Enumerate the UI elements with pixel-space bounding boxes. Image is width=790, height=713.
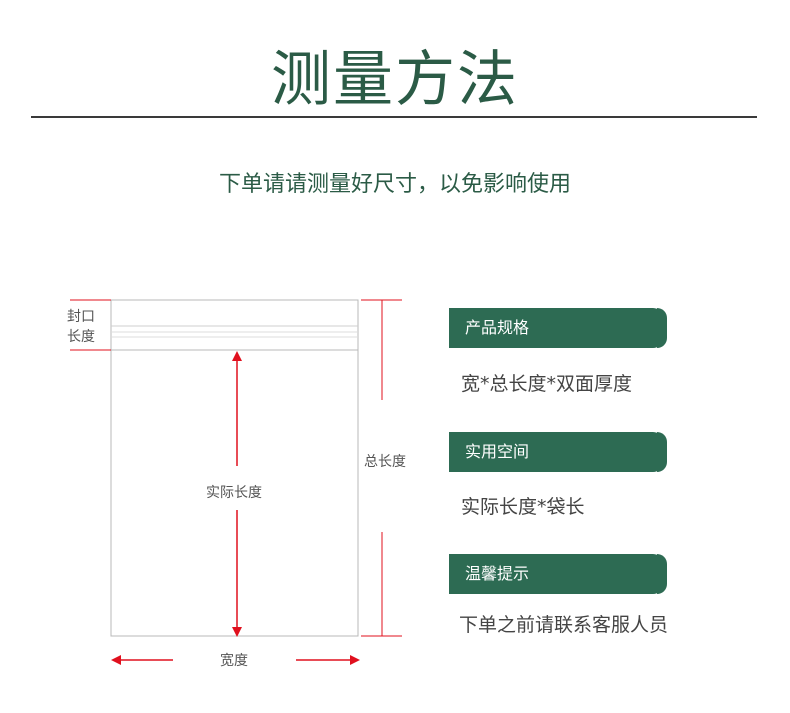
total-length-label: 总长度 <box>364 454 406 470</box>
title-divider <box>31 116 757 118</box>
tag-friendly-tip: 温馨提示 <box>449 554 667 594</box>
product-spec-text: 宽*总长度*双面厚度 <box>461 373 633 395</box>
seal-length-label-line2: 长度 <box>67 329 95 345</box>
tag-usable-space: 实用空间 <box>449 432 667 472</box>
page-subtitle: 下单请请测量好尺寸，以免影响使用 <box>218 172 571 197</box>
page-title: 测量方法 <box>271 45 519 115</box>
usable-space-text: 实际长度*袋长 <box>461 496 585 518</box>
tag-product-spec: 产品规格 <box>449 308 667 348</box>
actual-length-label: 实际长度 <box>206 485 262 501</box>
seal-length-label-line1: 封口 <box>67 309 95 325</box>
width-label: 宽度 <box>220 653 248 669</box>
friendly-tip-text: 下单之前请联系客服人员 <box>459 614 669 636</box>
